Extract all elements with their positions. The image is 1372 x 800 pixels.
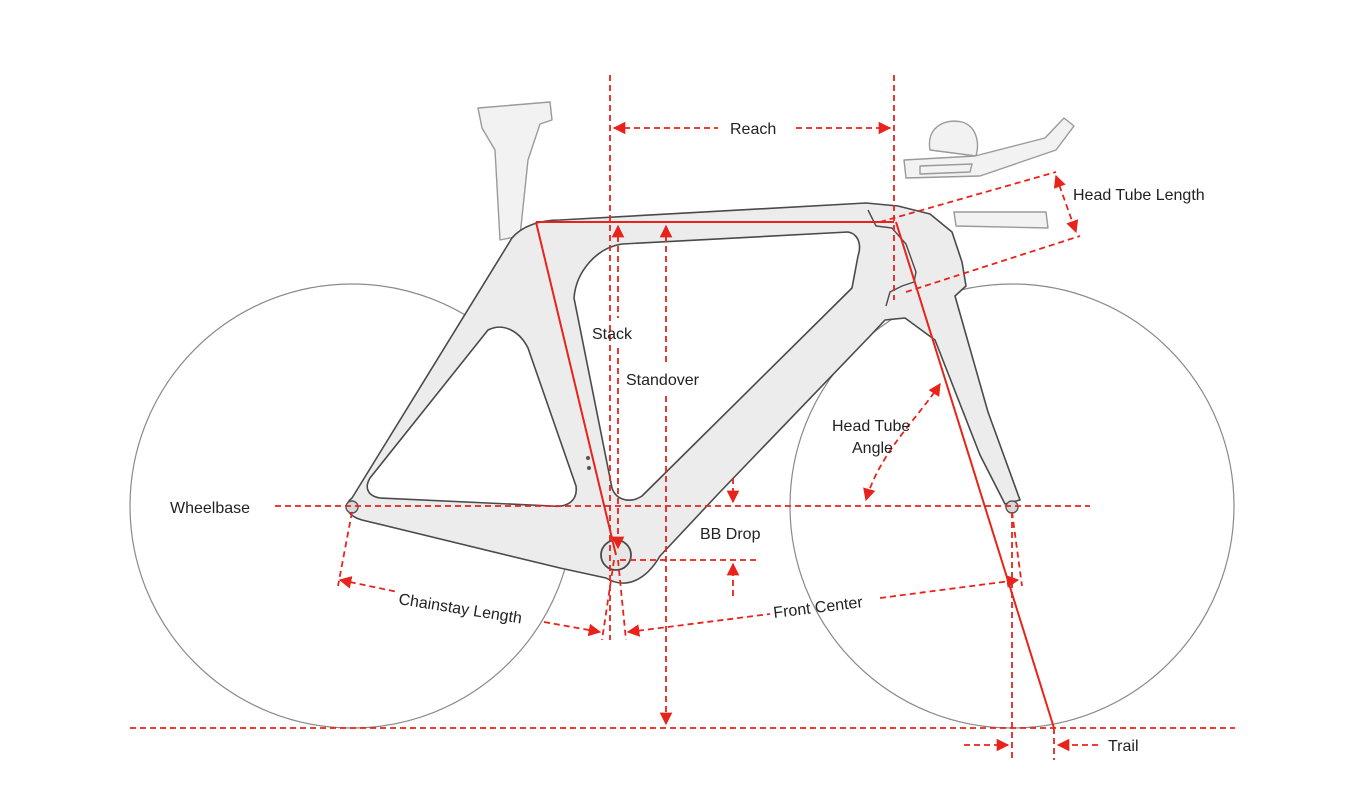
bottle-mount	[587, 466, 591, 470]
chainstay-extension	[337, 511, 353, 587]
seat-tube-line	[535, 221, 617, 556]
wheelbase-label: Wheelbase	[170, 500, 250, 517]
rear-triangle-opening	[366, 326, 577, 508]
front-center-arrow	[879, 575, 1020, 599]
front-center-extension	[617, 559, 627, 641]
standover-label: Standover	[626, 372, 700, 389]
head-tube-length-extension	[905, 235, 1081, 293]
head-tube-length-label: Head Tube Length	[1073, 187, 1205, 204]
head-tube-angle-arc	[863, 382, 941, 502]
chainstay-length-label: Chainstay Length	[397, 591, 523, 627]
rear-axle	[345, 500, 359, 514]
front-axle	[1005, 500, 1019, 514]
front-center-label: Front Center	[772, 594, 864, 622]
head-tube-length-extension	[879, 171, 1057, 223]
steering-axis-line	[895, 221, 1055, 729]
front-center-extension	[1011, 511, 1023, 587]
head-tube-angle-label: Head Tube	[832, 418, 910, 435]
front-triangle-opening	[573, 231, 861, 501]
bb-drop-label: BB Drop	[700, 526, 761, 543]
head-tube-angle-label: Angle	[852, 440, 893, 457]
stack-label: Stack	[592, 326, 633, 343]
trail-label: Trail	[1108, 738, 1139, 755]
chainstay-length-arrow	[338, 576, 399, 593]
bottle-mount	[586, 456, 590, 460]
chainstay-extension	[601, 559, 615, 641]
front-center-arrow	[626, 613, 771, 637]
chainstay-length-arrow	[543, 621, 602, 637]
head-tube-length-arrow	[1053, 174, 1079, 234]
seatpost	[477, 101, 553, 241]
reach-label: Reach	[730, 121, 776, 138]
aerobar-cockpit	[903, 117, 1075, 229]
